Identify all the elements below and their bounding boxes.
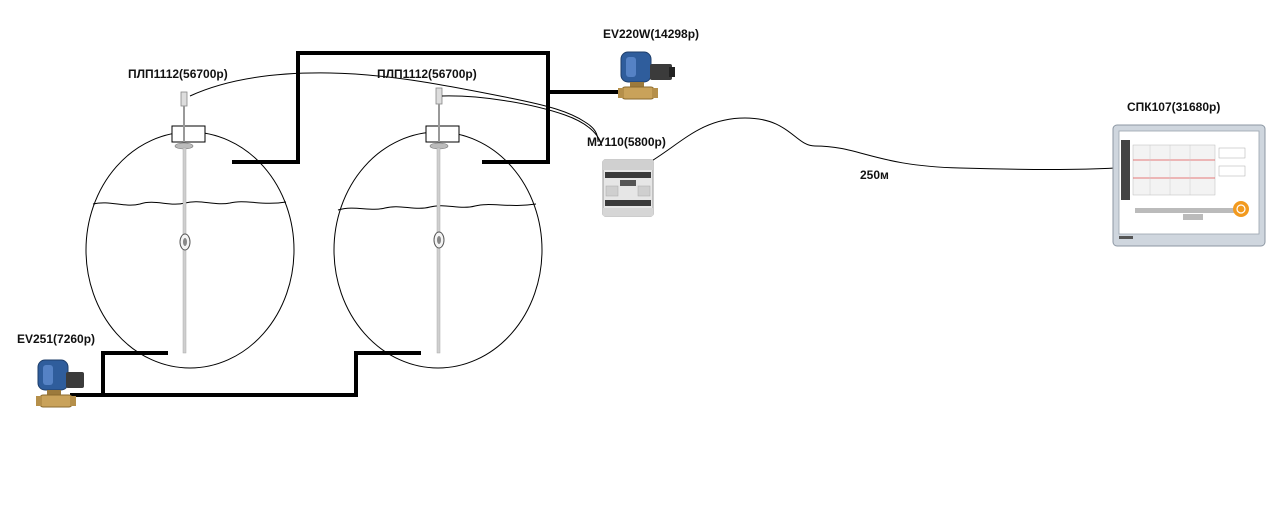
tank-1-liquid-level — [92, 201, 287, 206]
communication-cable — [644, 117, 1116, 170]
io-module-mu110-icon — [602, 159, 654, 217]
level-sensor-2 — [425, 87, 460, 354]
cable-length-label: 250м — [860, 168, 889, 182]
tank-1 — [85, 131, 295, 369]
tank-2-liquid-level — [337, 203, 537, 211]
top-pipe — [232, 51, 550, 164]
valve-ev251-icon — [36, 359, 84, 408]
valve-bottom-label: EV251(7260р) — [17, 332, 95, 346]
sensor-1-wire — [189, 72, 599, 143]
panel-label: СПК107(31680р) — [1127, 100, 1220, 114]
valve-ev220w-icon — [618, 51, 675, 100]
level-sensor-1 — [171, 91, 206, 354]
level-sensor-2-label: ПЛП1112(56700р) — [377, 67, 477, 81]
bottom-pipe — [101, 351, 421, 397]
operator-panel-spk107-icon — [1112, 124, 1266, 247]
sensor-2-wire — [441, 95, 603, 147]
valve-top-label: EV220W(14298р) — [603, 27, 699, 41]
level-sensor-1-label: ПЛП1112(56700р) — [128, 67, 228, 81]
io-module-label: МУ110(5800р) — [587, 135, 666, 149]
